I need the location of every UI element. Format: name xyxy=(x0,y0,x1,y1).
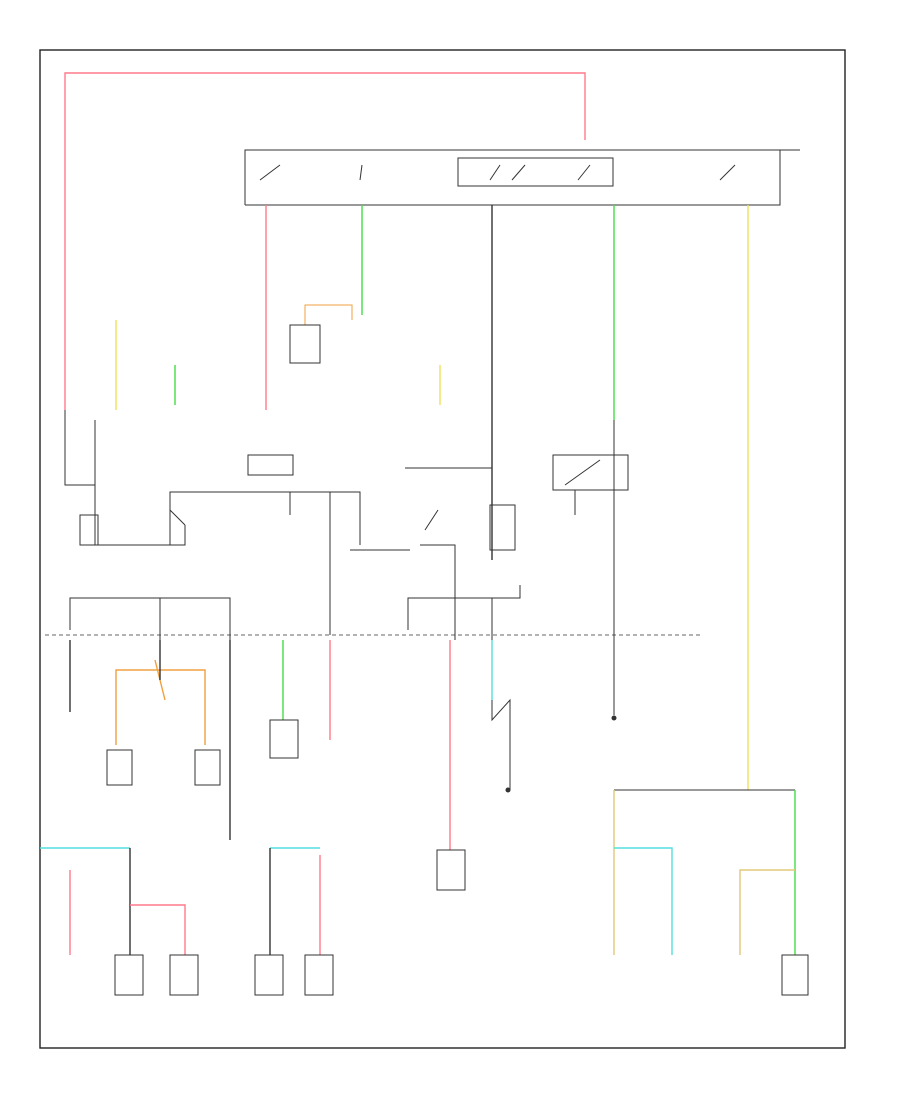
ignition-switch xyxy=(244,149,800,206)
diagram-frame xyxy=(39,49,846,1049)
mid-relays xyxy=(64,410,629,640)
bottom-left-connectors xyxy=(40,847,334,996)
upper-load xyxy=(289,304,353,364)
center-lower-wires xyxy=(436,640,617,891)
ignition-outputs xyxy=(265,205,749,790)
right-lower-section xyxy=(613,789,809,996)
top-red-feed xyxy=(64,72,586,410)
lower-left-loads xyxy=(69,640,331,840)
fuse-bus xyxy=(69,585,521,640)
left-short-wires xyxy=(115,320,441,410)
